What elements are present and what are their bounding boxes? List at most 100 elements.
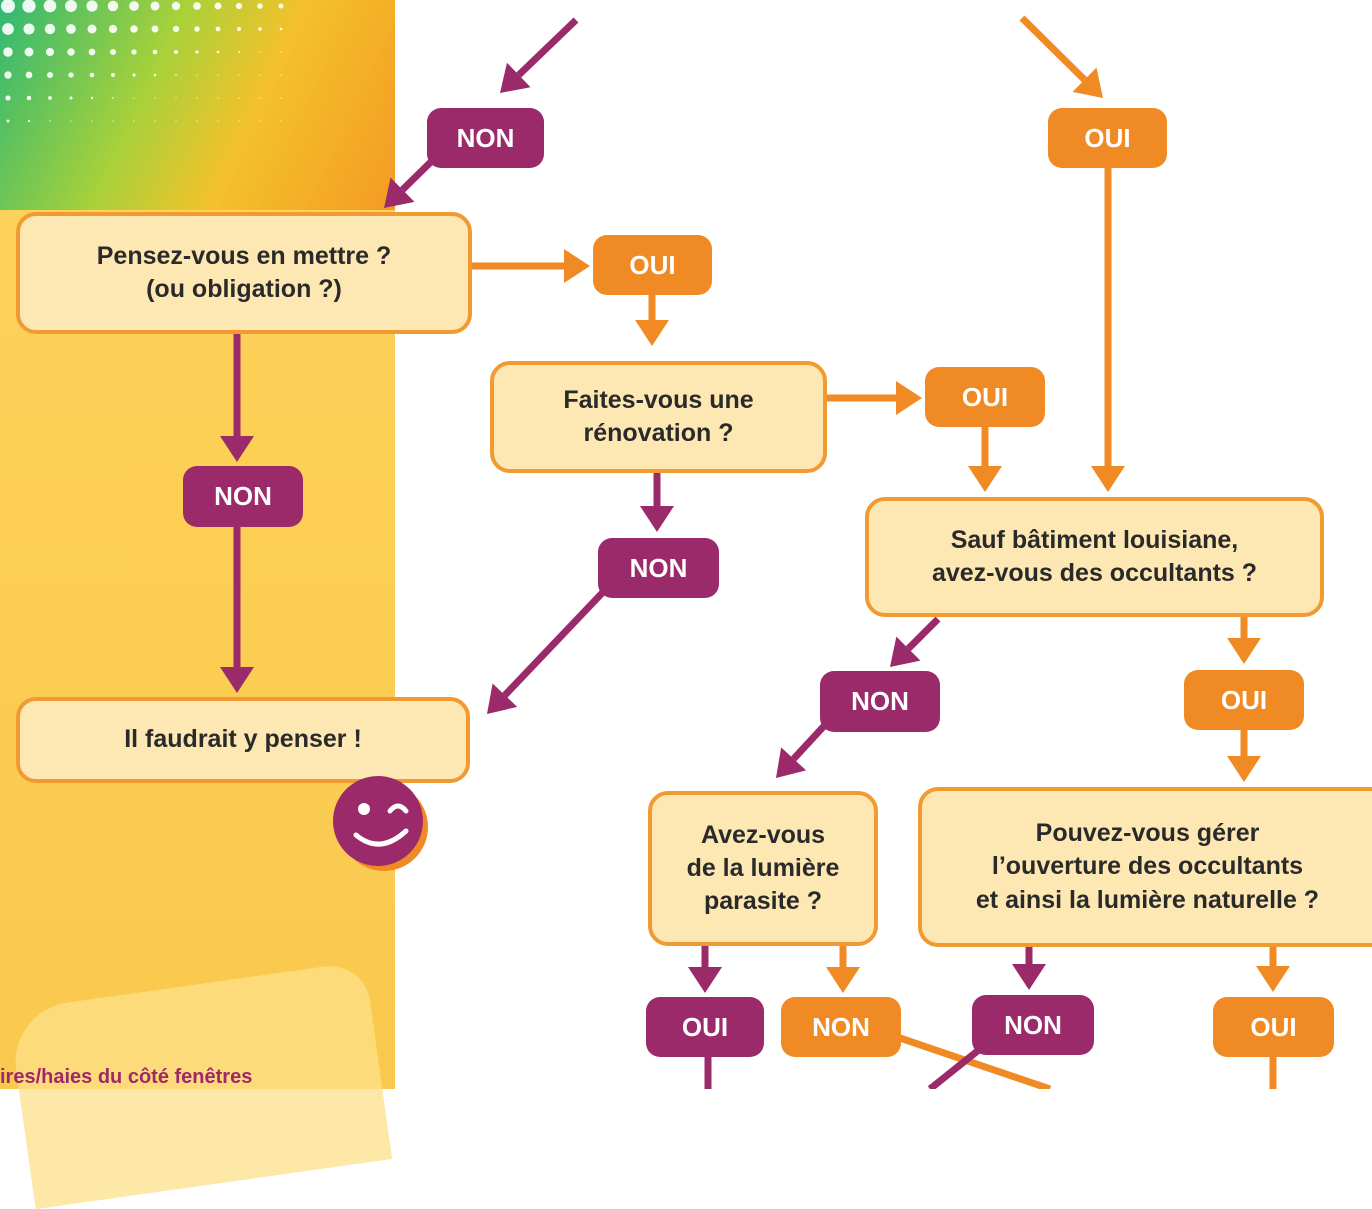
arrow-non-to-faudrait-diag: [487, 587, 608, 714]
question-pouvez: Pouvez-vous gérer l’ouverture des occult…: [918, 787, 1372, 947]
arrow-pouvez-non: [1012, 947, 1046, 990]
winking-smiley-icon: [333, 776, 428, 871]
pill-oui-faites: OUI: [925, 367, 1045, 427]
halftone-dot: [45, 47, 55, 57]
arrow-non-to-avez: [776, 723, 827, 778]
halftone-dot: [44, 23, 56, 35]
question-sauf: Sauf bâtiment louisiane, avez-vous des o…: [865, 497, 1324, 617]
halftone-dot: [236, 26, 242, 32]
halftone-dot: [280, 74, 282, 76]
halftone-dot: [90, 96, 94, 100]
pill-non-faites: NON: [598, 538, 719, 598]
arrow-oui-right-line: [1091, 168, 1125, 492]
flow-arrows: [220, 15, 1290, 1089]
halftone-dot: [108, 24, 118, 34]
halftone-dot: [69, 96, 73, 100]
halftone-dot: [131, 49, 137, 55]
halftone-dot: [112, 97, 114, 99]
arrow-top-non: [500, 17, 579, 93]
halftone-dot: [1, 0, 15, 13]
halftone-dot: [47, 72, 53, 78]
halftone-dot: [49, 120, 51, 122]
halftone-dot: [112, 120, 114, 122]
halftone-dot: [235, 2, 243, 10]
halftone-dot: [43, 0, 57, 13]
halftone-dot: [278, 3, 284, 9]
pill-oui-avez: OUI: [646, 997, 764, 1057]
halftone-dot: [2, 23, 14, 35]
halftone-dot: [24, 47, 34, 57]
question-faites: Faites-vous une rénovation ?: [490, 361, 827, 473]
halftone-dot: [109, 48, 117, 56]
halftone-dot: [280, 120, 282, 122]
halftone-dot: [4, 71, 12, 79]
halftone-dot: [25, 71, 33, 79]
halftone-dot: [175, 120, 177, 122]
halftone-dot: [133, 120, 135, 122]
halftone-dot: [193, 2, 201, 10]
halftone-dot: [89, 72, 95, 78]
halftone-dot: [194, 26, 200, 32]
halftone-dot: [196, 74, 198, 76]
halftone-dot: [279, 27, 283, 31]
arrow-non-orange-diag: [898, 1034, 1052, 1089]
halftone-dot: [5, 95, 11, 101]
arrow-non-purple-diag: [927, 1042, 988, 1089]
halftone-dot: [87, 24, 97, 34]
pill-oui-top: OUI: [1048, 108, 1167, 168]
header-gradient: [0, 0, 395, 210]
arrow-pouvez-oui: [1256, 947, 1290, 992]
halftone-dot: [111, 73, 115, 77]
halftone-dot: [70, 120, 72, 122]
halftone-dot: [196, 97, 198, 99]
footer-text: ires/haies du côté fenêtres: [0, 1066, 253, 1088]
arrow-pensez-non: [220, 334, 254, 462]
halftone-dot: [175, 97, 177, 99]
pill-oui-pensez: OUI: [593, 235, 712, 295]
pill-non-pensez: NON: [183, 466, 303, 527]
halftone-dot: [259, 120, 261, 122]
pill-non-avez: NON: [781, 997, 901, 1057]
halftone-dot: [6, 119, 10, 123]
halftone-dot: [68, 72, 74, 78]
halftone-dot: [195, 50, 199, 54]
halftone-dot: [238, 120, 240, 122]
halftone-dot: [258, 27, 262, 31]
halftone-dot: [217, 120, 219, 122]
halftone-dot: [171, 1, 181, 11]
arrow-sauf-oui: [1227, 617, 1261, 664]
pill-oui-pouvez: OUI: [1213, 997, 1334, 1057]
halftone-dot: [216, 50, 220, 54]
halftone-dot: [107, 0, 119, 12]
halftone-dot: [150, 1, 160, 11]
halftone-dot: [151, 25, 159, 33]
arrow-faites-non: [640, 473, 674, 532]
halftone-dot: [257, 3, 263, 9]
halftone-dot: [88, 48, 96, 56]
arrow-oui-to-faites: [635, 295, 669, 346]
halftone-dot: [259, 74, 261, 76]
halftone-dot: [130, 25, 138, 33]
halftone-dot: [259, 97, 261, 99]
arrow-avez-oui: [688, 946, 722, 993]
halftone-dot: [22, 0, 36, 13]
halftone-dot: [238, 97, 240, 99]
halftone-dot: [217, 97, 219, 99]
halftone-dot: [217, 74, 219, 76]
halftone-dot: [238, 74, 240, 76]
halftone-dot: [27, 119, 31, 123]
arrow-sauf-non: [890, 616, 941, 667]
arrow-top-oui: [1019, 15, 1103, 98]
halftone-dot: [175, 74, 177, 76]
arrow-oui-to-pouvez: [1227, 730, 1261, 782]
halftone-dot: [23, 23, 35, 35]
halftone-dot: [133, 97, 135, 99]
halftone-dot: [214, 2, 222, 10]
result-faudrait: Il faudrait y penser !: [16, 697, 470, 783]
halftone-dot: [154, 120, 156, 122]
question-pensez: Pensez-vous en mettre ? (ou obligation ?…: [16, 212, 472, 334]
pill-non-top: NON: [427, 108, 544, 168]
halftone-dot: [91, 120, 93, 122]
halftone-dot: [259, 51, 261, 53]
halftone-dot: [238, 51, 240, 53]
